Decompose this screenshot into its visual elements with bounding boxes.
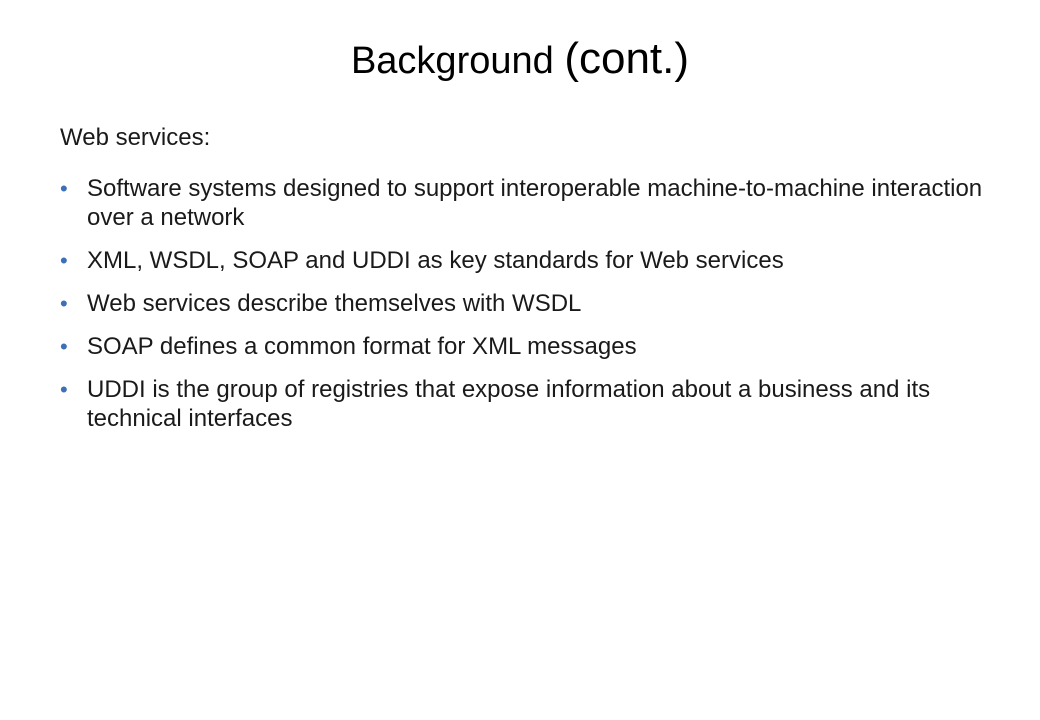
bullet-item: • SOAP defines a common format for XML m… xyxy=(60,332,990,361)
bullet-icon: • xyxy=(60,248,68,273)
bullet-text: Software systems designed to support int… xyxy=(87,175,983,231)
bullet-text: UDDI is the group of registries that exp… xyxy=(87,376,931,432)
title-suffix: (cont.) xyxy=(564,34,690,83)
bullet-item: • XML, WSDL, SOAP and UDDI as key standa… xyxy=(60,246,990,275)
bullet-icon: • xyxy=(60,334,68,359)
bullet-text: Web services describe themselves with WS… xyxy=(87,290,582,317)
bullet-icon: • xyxy=(60,377,68,402)
slide-content: Web services: • Software systems designe… xyxy=(60,122,990,447)
title-main: Background xyxy=(350,40,554,82)
bullet-list: • Software systems designed to support i… xyxy=(60,174,990,433)
bullet-item: • Web services describe themselves with … xyxy=(60,289,990,318)
bullet-text: XML, WSDL, SOAP and UDDI as key standard… xyxy=(87,247,784,274)
bullet-item: • UDDI is the group of registries that e… xyxy=(60,375,990,433)
bullet-item: • Software systems designed to support i… xyxy=(60,174,990,232)
bullet-text: SOAP defines a common format for XML mes… xyxy=(87,333,637,360)
bullet-icon: • xyxy=(60,291,68,316)
slide-title: Background (cont.) xyxy=(0,34,1040,86)
bullet-icon: • xyxy=(60,176,68,201)
intro-text: Web services: xyxy=(60,124,211,151)
